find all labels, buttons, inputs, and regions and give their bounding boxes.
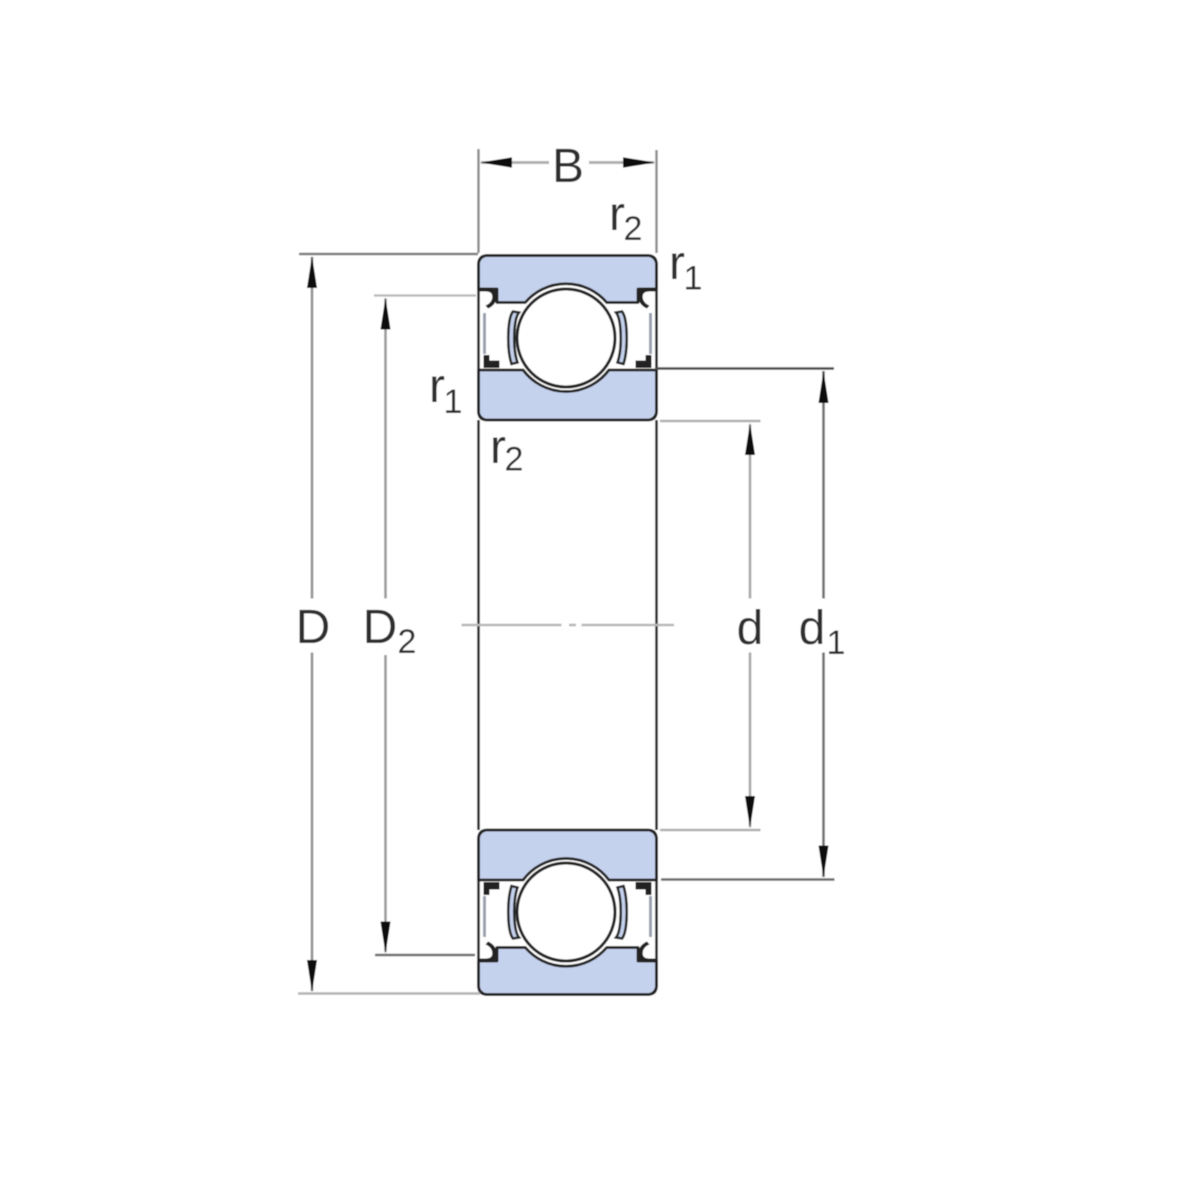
- svg-text:2: 2: [624, 210, 643, 248]
- svg-text:D: D: [296, 601, 331, 654]
- svg-text:r: r: [429, 360, 445, 413]
- svg-text:2: 2: [398, 623, 417, 661]
- svg-text:d: d: [737, 602, 764, 655]
- svg-text:r: r: [669, 237, 685, 290]
- svg-text:r: r: [609, 188, 625, 241]
- svg-text:2: 2: [505, 441, 524, 479]
- svg-text:r: r: [490, 421, 506, 474]
- svg-text:B: B: [552, 140, 584, 193]
- svg-text:1: 1: [444, 383, 463, 421]
- svg-text:1: 1: [684, 260, 703, 298]
- svg-text:D: D: [363, 601, 398, 654]
- svg-text:d: d: [799, 602, 826, 655]
- svg-text:1: 1: [827, 624, 846, 662]
